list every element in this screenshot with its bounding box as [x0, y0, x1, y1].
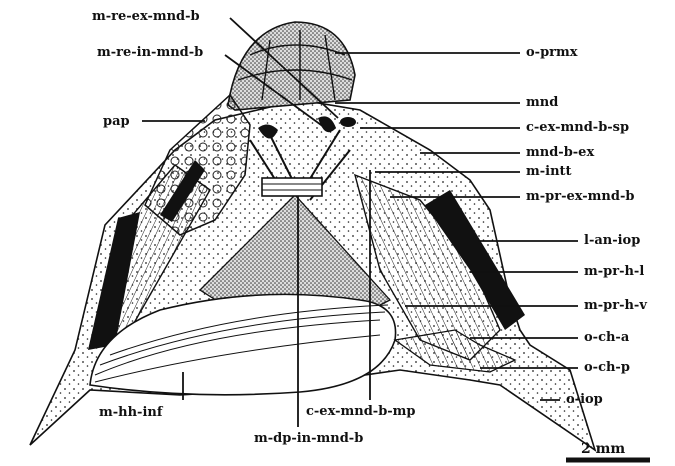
label-l-an-iop: l-an-iop	[584, 234, 640, 247]
label-m-dp-in-mnd-b: m-dp-in-mnd-b	[254, 432, 363, 445]
label-o-ch-p: o-ch-p	[584, 361, 630, 374]
label-m-pr-h-l: m-pr-h-l	[584, 265, 644, 278]
label-m-pr-ex-mnd-b: m-pr-ex-mnd-b	[526, 190, 634, 203]
label-c-ex-mnd-b-mp: c-ex-mnd-b-mp	[306, 405, 416, 418]
label-c-ex-mnd-b-sp: c-ex-mnd-b-sp	[526, 121, 629, 134]
scale-bar-label: 2 mm	[581, 442, 625, 456]
central-bar	[262, 178, 322, 196]
premaxilla	[228, 22, 355, 110]
label-mnd: mnd	[526, 96, 558, 109]
label-mnd-b-ex: mnd-b-ex	[526, 146, 594, 159]
label-o-ch-a: o-ch-a	[584, 331, 629, 344]
label-m-pr-h-v: m-pr-h-v	[584, 299, 647, 312]
label-o-iop: o-iop	[566, 393, 603, 406]
label-m-intt: m-intt	[526, 165, 572, 178]
label-m-hh-inf: m-hh-inf	[99, 406, 162, 419]
label-m-re-in-mnd-b: m-re-in-mnd-b	[97, 46, 203, 59]
label-o-prmx: o-prmx	[526, 46, 578, 59]
label-m-re-ex-mnd-b: m-re-ex-mnd-b	[92, 10, 200, 23]
label-pap: pap	[103, 115, 130, 128]
